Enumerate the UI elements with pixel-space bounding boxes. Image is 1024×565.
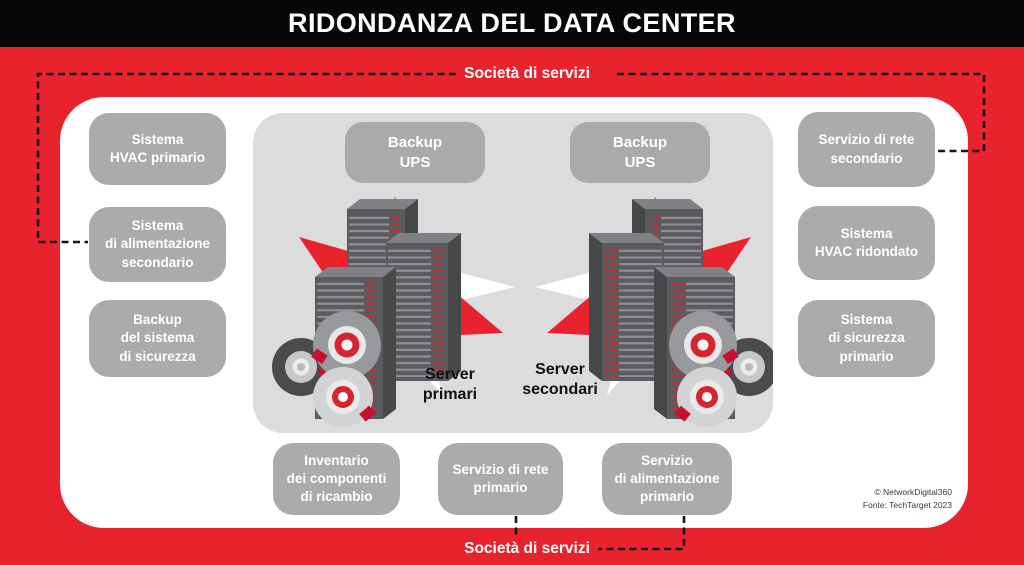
credits-copyright: © NetworkDigital360 [874,487,952,497]
box-sistema-alimentazione-secondario: Sistema di alimentazione secondario [89,207,226,282]
service-company-label-bottom: Società di servizi [464,540,590,557]
backup-ups-box-left: Backup UPS [345,122,485,183]
box-sistema-hvac-ridondato: Sistema HVAC ridondato [798,206,935,280]
server-secondary-label: Server secondari [522,361,598,399]
box-sistema-hvac-primario: Sistema HVAC primario [89,113,226,185]
service-company-label-top: Società di servizi [464,65,590,82]
box-inventario-componenti-ricambio: Inventario dei componenti di ricambio [273,443,400,515]
server-room-panel: Backup UPS Backup UPS Server primari Ser… [253,113,773,433]
box-backup-sistema-sicurezza: Backup del sistema di sicurezza [89,300,226,377]
box-servizio-rete-secondario: Servizio di rete secondario [798,112,935,187]
box-servizio-rete-primario: Servizio di rete primario [438,443,563,515]
box-servizio-alimentazione-primario: Servizio di alimentazione primario [602,443,732,515]
credits: © NetworkDigital360 Fonte: TechTarget 20… [810,486,952,512]
server-primary-label: Server primari [422,366,478,404]
header-bar: RIDONDANZA DEL DATA CENTER [0,0,1024,47]
backup-ups-box-right: Backup UPS [570,122,710,183]
credits-source: Fonte: TechTarget 2023 [862,500,952,511]
box-sistema-sicurezza-primario: Sistema di sicurezza primario [798,300,935,377]
page-title: RIDONDANZA DEL DATA CENTER [288,8,736,38]
